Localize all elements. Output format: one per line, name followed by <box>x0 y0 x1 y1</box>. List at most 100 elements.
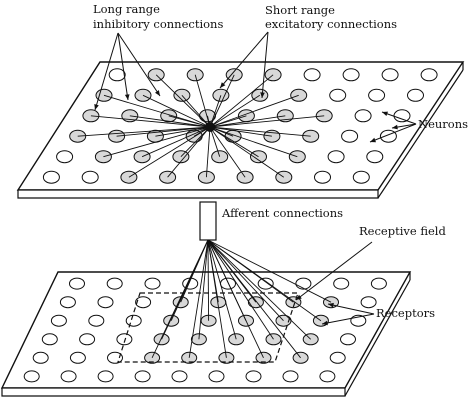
lateral-connection <box>205 126 211 178</box>
neuron <box>368 88 386 102</box>
lateral-connection <box>209 74 274 128</box>
receptor <box>41 333 58 346</box>
neurons-pointer <box>381 111 417 125</box>
neuron <box>108 68 126 82</box>
neuron <box>329 88 347 102</box>
lateral-connection <box>209 126 298 158</box>
receptor <box>333 277 350 290</box>
lateral-connection <box>209 115 325 128</box>
receptor <box>144 277 161 290</box>
lateral-connection <box>209 94 261 128</box>
neuron <box>393 109 411 123</box>
excitatory-pointer-head <box>220 82 226 88</box>
lateral-connection <box>209 126 311 137</box>
lateral-connection <box>128 126 211 178</box>
neuron <box>354 109 372 123</box>
receptor <box>88 314 105 327</box>
afferent-connection <box>207 239 322 322</box>
neurons-pointer-head <box>392 124 398 130</box>
receptor <box>69 277 85 290</box>
lateral-connection <box>209 126 259 158</box>
receptor <box>171 370 188 383</box>
afferent-connection <box>207 239 210 321</box>
receptive-field-boundary <box>117 292 299 363</box>
lateral-connection <box>103 94 211 128</box>
excitatory-connections-label: excitatory connections <box>265 17 397 31</box>
neuron <box>56 150 74 164</box>
neuron <box>303 68 321 82</box>
neurons-pointer-head <box>382 111 388 116</box>
lateral-connection <box>209 74 235 128</box>
afferent-connection <box>207 239 284 322</box>
neuron-grid <box>42 68 438 184</box>
neuron-sheet-thickness <box>17 189 379 199</box>
lateral-connection <box>168 115 211 128</box>
receptor <box>32 351 49 364</box>
receptor <box>97 370 114 383</box>
inhibitory-connections-label: inhibitory connections <box>93 17 223 31</box>
lateral-connections <box>77 74 325 178</box>
inhibitory-pointer-head <box>124 94 130 100</box>
receptor <box>370 277 387 290</box>
neurons-label: Neurons <box>418 117 468 131</box>
inhibitory-pointer-head <box>155 90 160 96</box>
receptor-sheet-top-face <box>0 271 412 389</box>
receptor <box>134 370 151 383</box>
afferent-connections-label: Afferent connections <box>221 206 343 220</box>
receptor <box>208 370 225 383</box>
afferent-connection <box>198 239 209 340</box>
lateral-connection <box>141 126 211 158</box>
receptor <box>319 370 336 383</box>
afferent-connection <box>207 239 301 359</box>
receptor <box>340 333 356 346</box>
neuron <box>352 170 370 184</box>
lateral-connection <box>209 115 247 128</box>
neuron <box>342 68 360 82</box>
receptor <box>23 370 40 383</box>
receptor-sheet-thickness <box>1 387 346 397</box>
neuron <box>407 88 424 102</box>
lateral-connection <box>181 95 211 128</box>
neuron <box>381 68 399 82</box>
afferent-column <box>199 201 217 241</box>
receptors-pointer-head <box>322 320 328 326</box>
afferent-connection <box>207 239 227 358</box>
neurons-pointer-head <box>370 137 376 143</box>
inhibitory-pointer <box>94 32 119 111</box>
inhibitory-pointer <box>117 32 161 97</box>
lateral-connection <box>77 126 211 137</box>
receptor <box>79 333 96 346</box>
label-pointers <box>94 31 417 326</box>
receptive-field-label: Receptive field <box>359 224 446 238</box>
receptor <box>60 370 77 383</box>
afferent-connection <box>207 239 312 340</box>
lateral-connection <box>116 126 211 137</box>
lateral-connection <box>90 115 211 128</box>
receptor <box>125 314 142 327</box>
receptor <box>135 296 152 309</box>
lateral-connection <box>155 74 211 128</box>
receptor <box>329 351 346 364</box>
lateral-connection <box>209 126 246 178</box>
receptor <box>97 296 114 309</box>
afferent-connection <box>207 239 264 358</box>
neuron <box>366 150 384 164</box>
afferent-connection <box>188 239 209 358</box>
excitatory-pointer-head <box>260 92 265 98</box>
receptor <box>59 296 76 309</box>
receptor <box>245 370 262 383</box>
short-range-label: Short range <box>265 3 335 17</box>
neurons-pointer <box>369 123 417 143</box>
receptors-pointer <box>321 313 375 325</box>
receptor <box>69 351 86 364</box>
afferent-connections <box>151 239 332 359</box>
receptive-field-pointer-head <box>296 294 302 300</box>
receptor <box>50 314 67 327</box>
neuron-sheet <box>16 61 465 199</box>
lateral-connection <box>209 126 221 157</box>
excitatory-pointer <box>261 31 269 99</box>
lateral-connection <box>103 126 211 158</box>
lateral-connection <box>209 126 285 178</box>
receptor-sheet <box>0 239 412 397</box>
